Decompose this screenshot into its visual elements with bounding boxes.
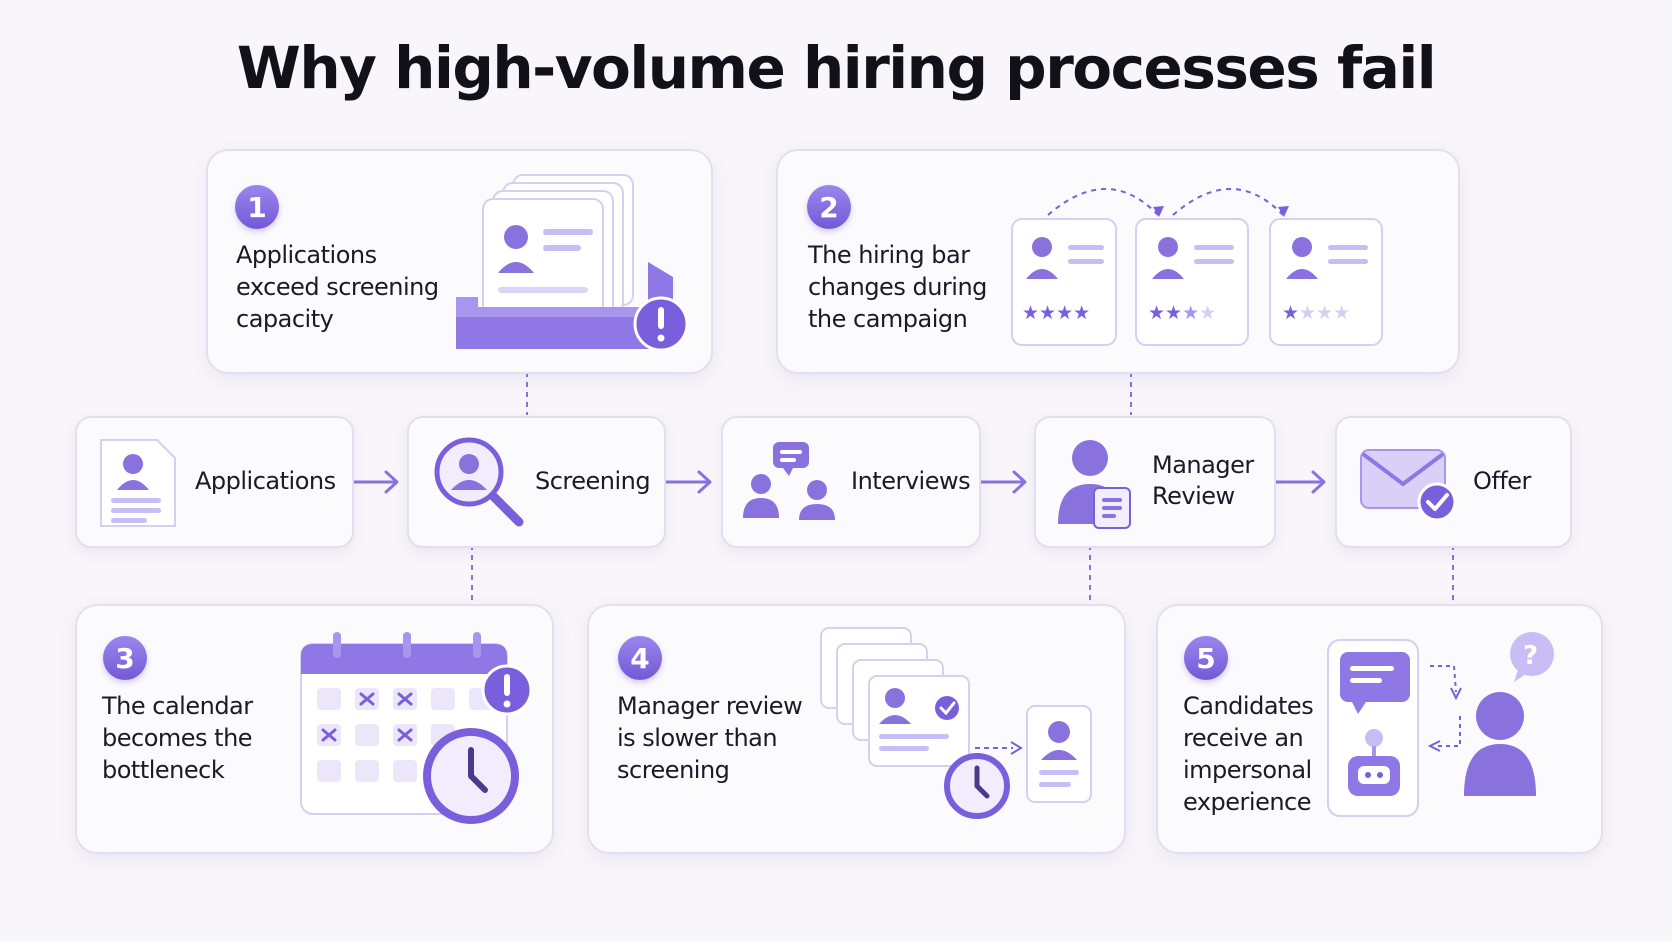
problem-number-badge: 2 [807,185,851,229]
process-step-interviews: Interviews [721,416,981,548]
svg-text:★★★★: ★★★★ [1022,302,1090,324]
problem-number-badge: 1 [235,185,279,229]
process-step-applications: Applications [75,416,354,548]
step-label: Screening [535,467,651,495]
problem-number-badge: 5 [1184,636,1228,680]
manager-icon [1058,440,1131,529]
process-step-screening: Screening [407,416,666,548]
page-title: Why high-volume hiring processes fail [236,34,1437,102]
step-label: Offer [1473,467,1531,495]
process-step-offer: Offer [1335,416,1572,548]
rating-cards-icon: ★★★★ ★★★★ ★★★★ [1011,188,1383,346]
step-label: Applications [195,467,336,495]
chatbot-candidate-icon: ? [1327,632,1554,817]
svg-text:?: ? [1523,641,1538,671]
review-queue-icon [820,627,1092,819]
magnifier-person-icon [434,437,524,527]
document-icon [100,439,176,527]
svg-text:★★★★: ★★★★ [1282,302,1350,324]
svg-text:★★★★: ★★★★ [1148,302,1216,324]
problem-number-badge: 3 [103,636,147,680]
flow-arrows [352,470,1326,494]
calendar-clock-icon [300,632,533,824]
people-chat-icon [743,442,835,520]
application-tray-alert-icon [456,174,689,352]
envelope-check-icon [1360,449,1457,522]
step-label: Interviews [851,467,971,495]
problem-number-badge: 4 [618,636,662,680]
